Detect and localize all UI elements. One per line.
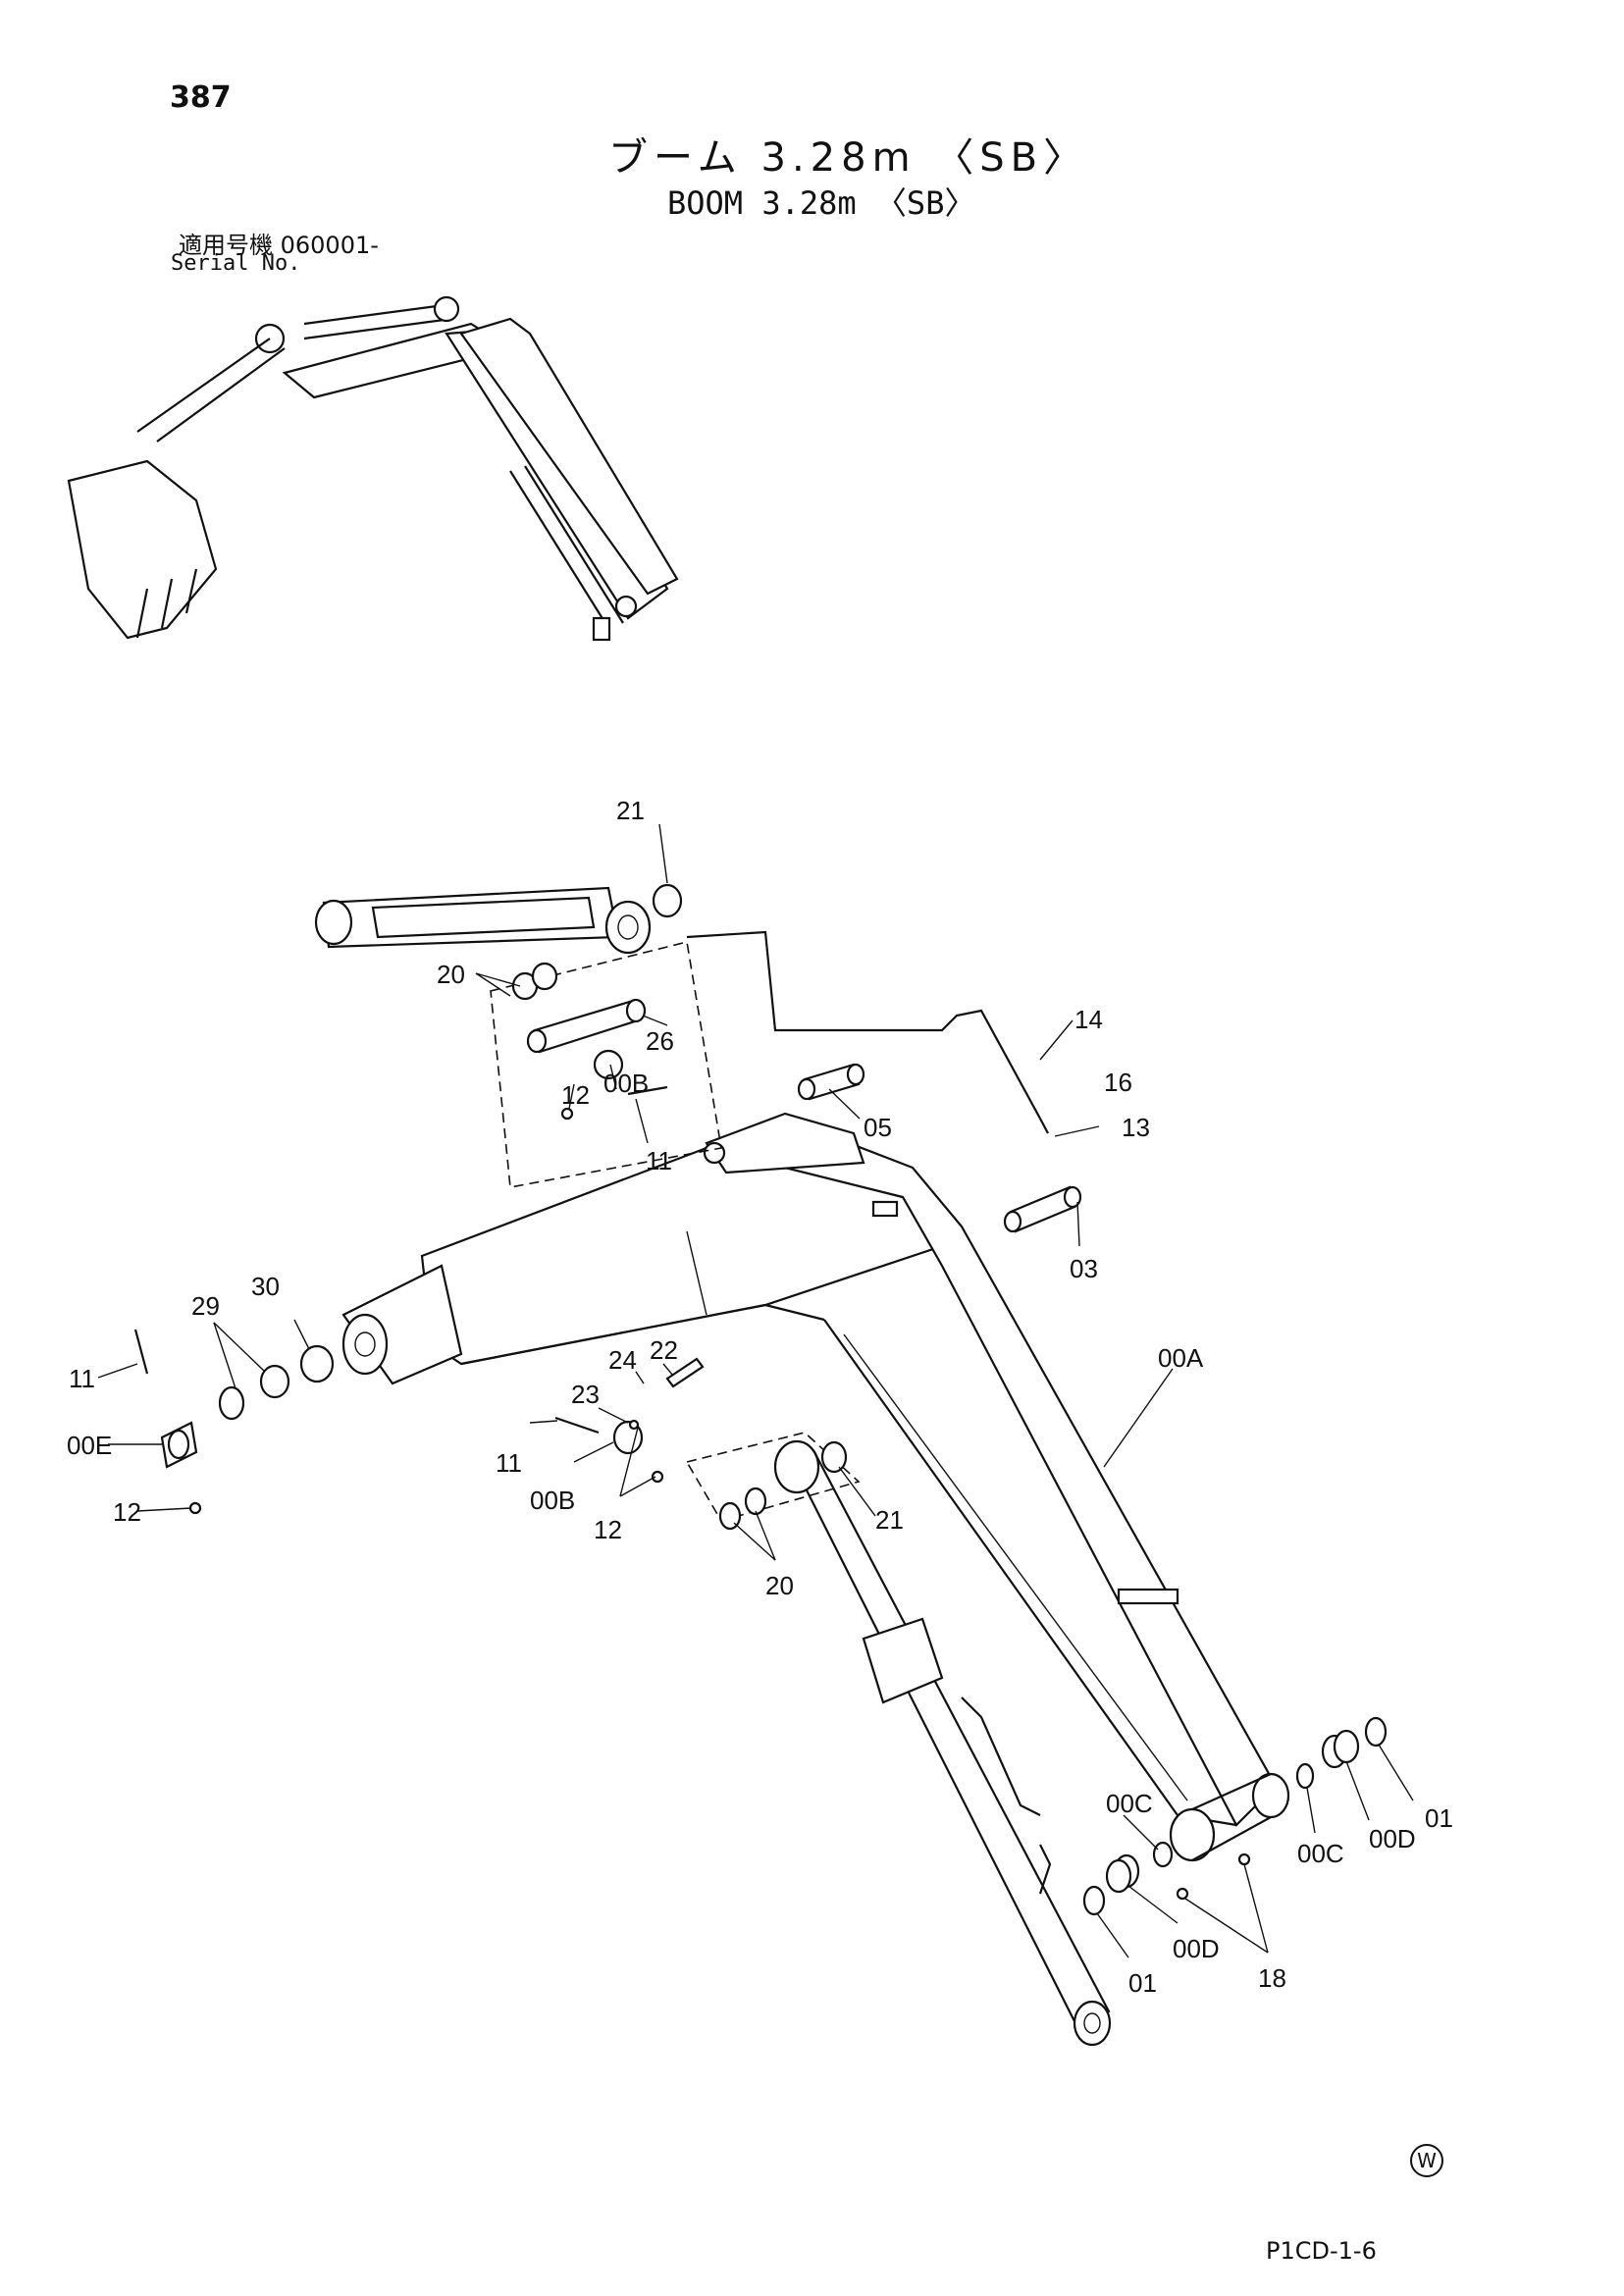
callout-01: 01 xyxy=(1425,1803,1453,1833)
pin-03 xyxy=(1003,1185,1082,1233)
callout-00C: 00C xyxy=(1297,1839,1344,1868)
callout-00B: 00B xyxy=(603,1069,649,1098)
callout-26: 26 xyxy=(646,1026,674,1056)
boom-body xyxy=(341,1112,1290,1862)
serial-label-english: Serial No. xyxy=(171,251,301,276)
callout-21: 21 xyxy=(616,796,645,825)
callout-01: 01 xyxy=(1128,1968,1157,1998)
title-japanese: ブーム 3.28m 〈SB〉 xyxy=(608,135,1089,181)
callout-05: 05 xyxy=(864,1113,892,1142)
callout-12: 12 xyxy=(561,1080,590,1110)
pin-22 xyxy=(665,1357,705,1388)
drawing-code: P1CD-1-6 xyxy=(1266,2237,1377,2265)
callout-20: 20 xyxy=(765,1571,794,1600)
callout-11: 11 xyxy=(69,1364,95,1393)
w-circle-mark: W xyxy=(1410,2144,1443,2177)
callout-00E: 00E xyxy=(67,1431,112,1460)
pin-05 xyxy=(797,1063,865,1101)
callout-20: 20 xyxy=(437,960,465,989)
overview-bucket xyxy=(67,459,218,640)
bolt-11-mid xyxy=(627,1085,668,1096)
callout-22: 22 xyxy=(650,1335,678,1365)
callout-12: 12 xyxy=(113,1497,141,1527)
callout-13: 13 xyxy=(1122,1113,1150,1142)
callout-00B: 00B xyxy=(530,1486,575,1515)
serial-label-japanese: 適用号機 060001- xyxy=(179,232,379,259)
bolt-11-left xyxy=(133,1329,149,1375)
callout-11: 11 xyxy=(496,1448,522,1478)
callout-00D: 00D xyxy=(1369,1824,1416,1853)
callout-14: 14 xyxy=(1074,1005,1103,1034)
bushing-00B-top xyxy=(593,1049,624,1080)
callout-16: 16 xyxy=(1104,1068,1132,1097)
seals-right xyxy=(1295,1716,1388,1790)
callout-11: 11 xyxy=(646,1146,672,1175)
callout-23: 23 xyxy=(571,1380,600,1409)
page-number: 387 xyxy=(170,80,232,115)
callout-21: 21 xyxy=(875,1505,904,1535)
washer-20-top-b xyxy=(531,962,558,991)
title-english: BOOM 3.28m 〈SB〉 xyxy=(667,184,976,222)
seals-left xyxy=(1082,1841,1174,1916)
bolt-11-low xyxy=(554,1416,600,1435)
pin-26 xyxy=(526,998,647,1054)
leader-lines xyxy=(97,823,1414,1958)
callout-00C: 00C xyxy=(1106,1789,1153,1818)
hose-14 xyxy=(686,930,1041,1120)
callout-00D: 00D xyxy=(1173,1934,1220,1963)
callout-00A: 00A xyxy=(1158,1343,1204,1373)
callout-24: 24 xyxy=(608,1345,637,1375)
washer-21-top xyxy=(652,883,683,918)
callout-29: 29 xyxy=(191,1291,220,1321)
overview-sketch xyxy=(67,295,679,642)
callout-18: 18 xyxy=(1258,1963,1286,1993)
callout-30: 30 xyxy=(251,1272,280,1301)
boom-cylinder xyxy=(773,1439,1112,2047)
callout-03: 03 xyxy=(1070,1254,1098,1283)
callout-labels: 21 20 26 14 16 13 12 00B 05 11 03 29 30 … xyxy=(67,796,1453,1998)
callout-12: 12 xyxy=(594,1515,622,1544)
arm-cylinder xyxy=(314,886,652,955)
